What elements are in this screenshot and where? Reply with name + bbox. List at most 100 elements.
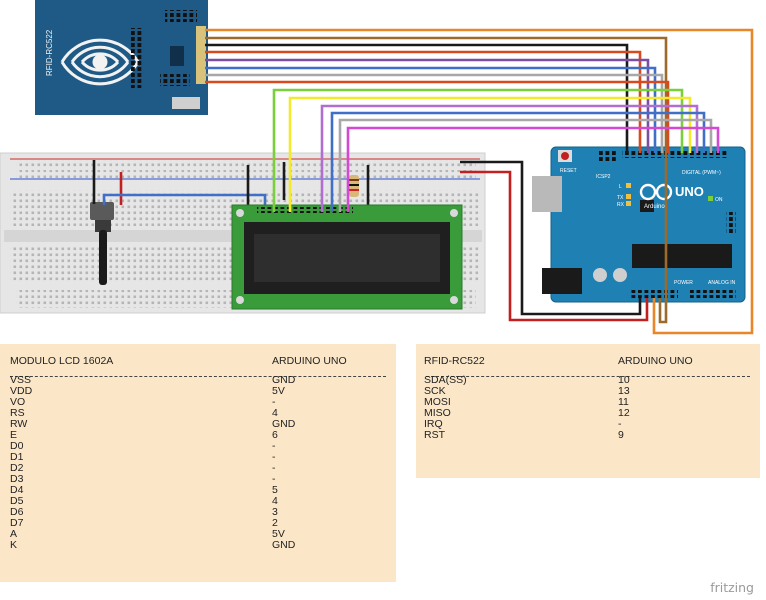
arduino-brand-label: Arduino (644, 204, 665, 210)
pin-name: SDA(SS) (424, 374, 467, 386)
table-row: D6 3 (0, 507, 396, 518)
analog-header (690, 290, 736, 298)
arduino-pin: 3 (272, 506, 278, 518)
arduino-pin: - (272, 440, 276, 452)
arduino-pin: 13 (618, 385, 630, 397)
pin-name: RS (10, 407, 25, 419)
arduino-pin: 5V (272, 528, 285, 540)
pin-name: MISO (424, 407, 451, 419)
pin-name: VSS (10, 374, 32, 386)
arduino-pin: - (272, 396, 276, 408)
table-row: D0 - (0, 441, 396, 452)
table-row: D4 5 (0, 485, 396, 496)
arduino-pin: - (272, 462, 276, 474)
pin-name: VDD (10, 385, 33, 397)
arduino-pin: 11 (618, 396, 629, 408)
table-row: VDD 5V (0, 386, 396, 397)
pin-name: D5 (10, 495, 24, 507)
table-row: RST 9 (416, 430, 760, 441)
arduino-pin: GND (272, 539, 296, 551)
arduino-model-label: UNO (675, 184, 704, 199)
pin-name: D1 (10, 451, 24, 463)
fritzing-credit: fritzing (710, 580, 754, 595)
rfid-module-label: RFID-RC522 (45, 29, 54, 76)
table-row: D5 4 (0, 496, 396, 507)
table-row: SDA(SS) 10 (416, 375, 760, 386)
table-row: A 5V (0, 529, 396, 540)
arduino-logo-icon (639, 183, 673, 201)
arduino-pin: 4 (272, 495, 278, 507)
lcd-1602a-module (231, 204, 463, 310)
lcd-table-header: MODULO LCD 1602A ARDUINO UNO (0, 344, 396, 376)
resistor (349, 175, 359, 197)
table-row: D1 - (0, 452, 396, 463)
pin-name: D7 (10, 517, 24, 529)
pin-name: MOSI (424, 396, 451, 408)
pin-name: D0 (10, 440, 24, 452)
arduino-pin: 10 (618, 374, 630, 386)
arduino-digital-label: DIGITAL (PWM~) (682, 170, 721, 176)
table-row: IRQ - (416, 419, 760, 430)
lcd-table-header-arduino: ARDUINO UNO (272, 355, 347, 367)
pin-name: A (10, 528, 18, 540)
usb-connector (532, 176, 562, 212)
arduino-pin: 12 (618, 407, 630, 419)
digital-header (622, 150, 728, 158)
breadboard-power-rail-top (16, 160, 476, 168)
rfid-table-header-arduino: ARDUINO UNO (618, 355, 693, 367)
pin-name: RST (424, 429, 445, 441)
pin-name: IRQ (424, 418, 443, 430)
arduino-on-label: ON (715, 197, 723, 203)
pin-name: RW (10, 418, 28, 430)
rfid-table-header-module: RFID-RC522 (424, 355, 485, 367)
arduino-analog-label: ANALOG IN (708, 280, 736, 286)
arduino-icsp-label: ICSP2 (596, 174, 611, 180)
table-row: SCK 13 (416, 386, 760, 397)
arduino-pin: 9 (618, 429, 624, 441)
table-row: VO - (0, 397, 396, 408)
pin-name: K (10, 539, 18, 551)
table-row: MISO 12 (416, 408, 760, 419)
table-row: D7 2 (0, 518, 396, 529)
table-row: MOSI 11 (416, 397, 760, 408)
arduino-pin: 4 (272, 407, 278, 419)
arduino-pin: 6 (272, 429, 278, 441)
lcd-wires (272, 88, 720, 212)
pin-name: D2 (10, 462, 24, 474)
arduino-led-tx-label: TX (617, 195, 624, 201)
table-row: D2 - (0, 463, 396, 474)
table-row: RW GND (0, 419, 396, 430)
power-header (630, 290, 678, 298)
potentiometer (90, 202, 114, 285)
arduino-pin: GND (272, 418, 296, 430)
table-row: K GND (0, 540, 396, 551)
arduino-reset-label: RESET (560, 168, 577, 174)
arduino-led-l-label: L (619, 184, 622, 190)
arduino-power-label: POWER (674, 280, 693, 286)
pin-name: SCK (424, 385, 446, 397)
arduino-pin: - (272, 451, 276, 463)
lcd-table-divider (10, 376, 386, 377)
rfid-pin-header (196, 26, 206, 84)
table-row: D3 - (0, 474, 396, 485)
arduino-led-rx-label: RX (617, 202, 625, 208)
arduino-pin: 5V (272, 385, 285, 397)
pin-name: VO (10, 396, 26, 408)
rfid-table-divider (426, 376, 750, 377)
pin-name: D3 (10, 473, 24, 485)
atmega-chip (632, 244, 732, 268)
arduino-pin: 2 (272, 517, 278, 529)
arduino-uno-board (532, 146, 746, 303)
lcd-screen (254, 234, 440, 282)
pin-name: D6 (10, 506, 24, 518)
arduino-pin: - (618, 418, 622, 430)
power-wires (460, 160, 649, 322)
pin-name: D4 (10, 484, 24, 496)
arduino-pin: - (272, 473, 276, 485)
arduino-pin: 5 (272, 484, 278, 496)
